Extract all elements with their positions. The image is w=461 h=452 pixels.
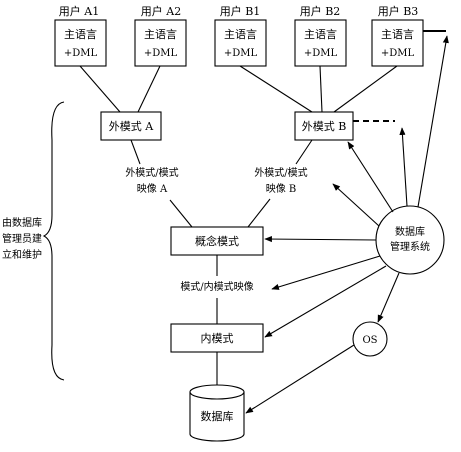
user-b1-label: 用户 B1 — [220, 4, 261, 18]
database-label: 数据库 — [201, 409, 234, 423]
host-language-box-a2: 主语言 +DML — [134, 19, 187, 67]
conceptual-schema-label: 概念模式 — [195, 234, 239, 248]
host-language-box-b3: 主语言 +DML — [371, 19, 424, 67]
host-language-label: 主语言 — [304, 28, 337, 41]
connector-b1-to-external-b — [239, 65, 313, 113]
external-schema-b-box: 外模式 B — [294, 111, 354, 141]
dbms-to-b3-arrow — [417, 35, 449, 208]
host-language-label: 主语言 — [381, 28, 414, 41]
user-a1-label: 用户 A1 — [59, 4, 99, 18]
dba-note-line3: 立和维护 — [2, 248, 42, 261]
dba-note-line1: 由数据库 — [2, 216, 42, 229]
host-language-box-a1: 主语言 +DML — [54, 19, 107, 67]
conceptual-schema-box: 概念模式 — [170, 226, 264, 256]
user-a2-label: 用户 A2 — [141, 4, 181, 18]
os-circle: OS — [352, 321, 388, 357]
os-label: OS — [362, 335, 377, 346]
dbms-to-internal-arrow — [264, 265, 387, 338]
dba-brace — [42, 101, 65, 381]
external-mapping-a-sublabel: 映像 A — [137, 183, 168, 195]
external-mapping-b-sublabel: 映像 B — [266, 183, 297, 195]
external-a-to-mapping-line — [130, 139, 141, 165]
external-b-to-mapping-line — [295, 139, 313, 165]
dml-label: +DML — [304, 48, 338, 59]
connector-b3-to-external-b — [333, 65, 398, 113]
dbms-sublabel: 管理系统 — [390, 240, 430, 253]
schema-internal-mapping-label: 模式/内模式映像 — [180, 280, 253, 293]
host-language-box-b1: 主语言 +DML — [214, 19, 267, 67]
internal-schema-label: 内模式 — [201, 331, 234, 345]
internal-schema-box: 内模式 — [170, 323, 264, 353]
database-icon: 数据库 — [189, 384, 245, 442]
dbms-to-mapping-b-arrow — [332, 183, 380, 227]
dml-label: +DML — [381, 48, 415, 59]
connector-a2-to-external-a — [137, 65, 161, 113]
external-schema-a-box: 外模式 A — [100, 111, 162, 141]
dbms-to-os-arrow — [377, 272, 400, 323]
host-language-label: 主语言 — [144, 28, 177, 41]
dbms-to-mapping-arrow — [271, 255, 381, 290]
host-language-label: 主语言 — [224, 28, 257, 41]
connector-a1-to-external-a — [79, 65, 121, 113]
dbms-to-dashed-arrow — [399, 127, 408, 207]
mapping-a-to-conceptual-line — [169, 199, 193, 228]
dbms-circle: 数据库 管理系统 — [375, 205, 445, 275]
dbms-to-external-b-arrow — [347, 141, 394, 213]
dba-note-line2: 管理员建 — [2, 232, 42, 245]
user-b3-label: 用户 B3 — [378, 4, 419, 18]
external-mapping-a-label: 外模式/模式 — [125, 166, 178, 179]
os-to-database-arrow — [245, 344, 355, 414]
dml-label: +DML — [224, 48, 258, 59]
external-mapping-b-label: 外模式/模式 — [254, 166, 307, 179]
external-schema-a-label: 外模式 A — [109, 120, 154, 133]
host-language-box-b2: 主语言 +DML — [294, 19, 347, 67]
dbms-to-conceptual-arrow — [264, 235, 377, 243]
connector-b2-to-external-b — [319, 65, 323, 113]
mapping-b-to-conceptual-line — [247, 198, 271, 228]
dml-label: +DML — [144, 48, 178, 59]
user-b2-label: 用户 B2 — [300, 4, 341, 18]
external-schema-b-label: 外模式 B — [302, 120, 347, 133]
dml-label: +DML — [64, 48, 98, 59]
dbms-label: 数据库 — [395, 225, 425, 238]
host-language-label: 主语言 — [64, 28, 97, 41]
